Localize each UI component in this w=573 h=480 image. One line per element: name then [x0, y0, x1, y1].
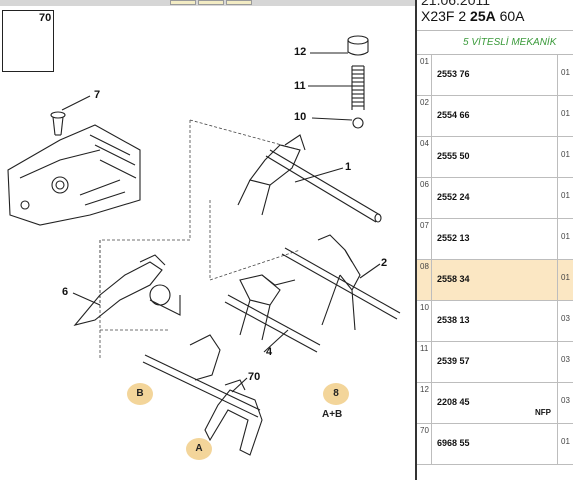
- pencil-icon[interactable]: [226, 0, 252, 5]
- part-qty: 01: [557, 178, 573, 218]
- diagram-drawing: [7, 29, 401, 456]
- callout-70: 70: [248, 371, 261, 383]
- part-spring: [351, 65, 365, 110]
- part-row[interactable]: 10 2538 13 03: [417, 301, 573, 342]
- part-ref: 07: [417, 219, 432, 259]
- marker-b[interactable]: B: [127, 383, 153, 405]
- part-qty: 01: [557, 55, 573, 95]
- part-ball: [352, 117, 364, 129]
- part-lever-6: [73, 254, 181, 326]
- model-bold: 25A: [470, 8, 496, 24]
- part-row[interactable]: 01 2553 76 01: [417, 55, 573, 96]
- part-ref: 12: [417, 383, 432, 423]
- part-cap: [347, 35, 369, 56]
- part-row-selected[interactable]: 08 2558 34 01: [417, 260, 573, 301]
- part-qty: 01: [557, 260, 573, 300]
- inset-box: 70: [2, 10, 54, 72]
- part-qty: 03: [557, 342, 573, 382]
- pencil-icon[interactable]: [198, 0, 224, 5]
- part-code: 2555 50: [437, 151, 470, 161]
- callout-4: 4: [266, 346, 273, 358]
- part-qty: 03: [557, 383, 573, 423]
- callout-7: 7: [94, 89, 101, 101]
- callout-12: 12: [294, 46, 307, 58]
- part-ref: 11: [417, 342, 432, 382]
- part-rod-4: [224, 274, 321, 353]
- callout-2: 2: [381, 257, 388, 269]
- parts-panel: 21.06.2011 X23F 2 25A 60A 5 VİTESLİ MEKA…: [417, 0, 573, 480]
- marker-a[interactable]: A: [186, 438, 212, 460]
- part-code: 2553 76: [437, 69, 470, 79]
- pencil-icon[interactable]: [170, 0, 196, 5]
- panel-divider: [415, 0, 417, 480]
- part-rod-b: [142, 334, 263, 456]
- model-suffix: 60A: [499, 8, 525, 24]
- part-qty: 01: [557, 219, 573, 259]
- inset-number: 70: [39, 12, 52, 24]
- part-row[interactable]: 06 2552 24 01: [417, 178, 573, 219]
- part-ref: 04: [417, 137, 432, 177]
- callout-6: 6: [62, 286, 69, 298]
- part-rod-2: [281, 234, 401, 331]
- part-note: NFP: [535, 408, 551, 417]
- part-rod-1: [237, 134, 382, 223]
- part-row[interactable]: 04 2555 50 01: [417, 137, 573, 178]
- marker-8-note: A+B: [322, 409, 343, 420]
- part-row[interactable]: 02 2554 66 01: [417, 96, 573, 137]
- part-ref: 70: [417, 424, 432, 464]
- part-qty: 03: [557, 301, 573, 341]
- catalog-date: 21.06.2011: [421, 0, 491, 8]
- part-row[interactable]: 70 6968 55 01: [417, 424, 573, 465]
- part-ref: 08: [417, 260, 432, 300]
- part-ref: 02: [417, 96, 432, 136]
- part-housing: [7, 124, 141, 226]
- model-title: X23F 2 25A 60A: [421, 8, 525, 24]
- part-code: 2554 66: [437, 110, 470, 120]
- part-bolt: [50, 111, 66, 136]
- model-prefix: X23F 2: [421, 8, 467, 24]
- part-row[interactable]: 12 2208 45 NFP 03: [417, 383, 573, 424]
- subtitle-box: 5 VİTESLİ MEKANİK: [417, 30, 573, 55]
- part-code: 2552 24: [437, 192, 470, 202]
- part-row[interactable]: 11 2539 57 03: [417, 342, 573, 383]
- callout-10: 10: [294, 111, 307, 123]
- part-code: 2552 13: [437, 233, 470, 243]
- marker-8[interactable]: 8: [323, 383, 349, 405]
- part-code: 2538 13: [437, 315, 470, 325]
- part-ref: 01: [417, 55, 432, 95]
- part-ref: 06: [417, 178, 432, 218]
- exploded-diagram: 70 12 11 10 7 1 2 6 4 70 B A 8 A+B: [0, 0, 415, 460]
- gearbox-subtitle: 5 VİTESLİ MEKANİK: [463, 37, 557, 48]
- part-code: 2208 45: [437, 397, 470, 407]
- part-code: 2539 57: [437, 356, 470, 366]
- part-row[interactable]: 07 2552 13 01: [417, 219, 573, 260]
- part-qty: 01: [557, 137, 573, 177]
- part-ref: 10: [417, 301, 432, 341]
- part-code: 2558 34: [437, 274, 470, 284]
- part-qty: 01: [557, 96, 573, 136]
- callout-11: 11: [294, 80, 306, 92]
- part-code: 6968 55: [437, 438, 470, 448]
- part-qty: 01: [557, 424, 573, 464]
- callout-1: 1: [345, 161, 352, 173]
